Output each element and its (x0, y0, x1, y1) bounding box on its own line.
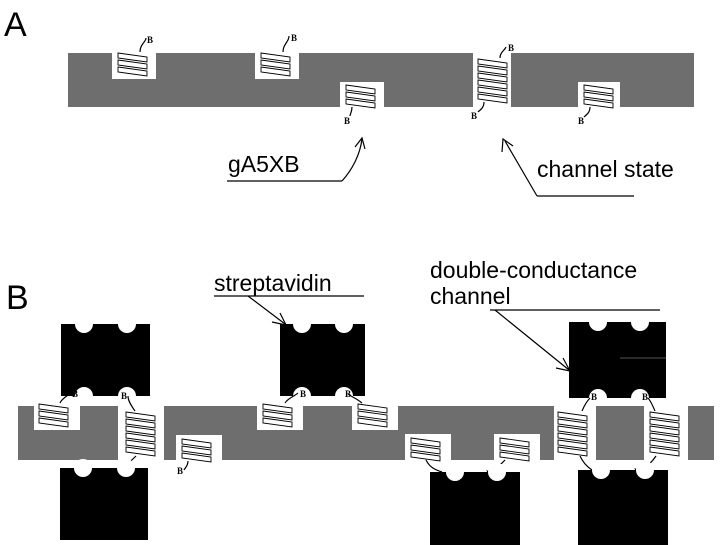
double-conductance-pointer: double-conductance channel (430, 257, 660, 372)
streptavidin-top-left (61, 315, 150, 405)
biotin-label: B (591, 392, 597, 402)
channel-state-pointer: channel state (501, 137, 674, 197)
gA5XB-monomer-b1: B (38, 389, 78, 428)
panel-a: A B B B B B (4, 6, 694, 197)
biotin-label: B (578, 116, 584, 126)
double-conductance-label-line2: channel (430, 283, 511, 309)
streptavidin-bottom-left (60, 459, 148, 540)
panel-a-letter: A (4, 6, 27, 44)
gA5XB-monomer-bottom-1: B (344, 84, 376, 126)
streptavidin-top-right (569, 313, 666, 407)
channel-state-label: channel state (537, 156, 674, 182)
panel-b: B (6, 257, 714, 545)
streptavidin-top-middle (280, 315, 365, 405)
biotin-label: B (300, 389, 306, 399)
gA5XB-monomer-bottom-2: B (578, 84, 614, 126)
gA5XB-label: gA5XB (228, 151, 300, 177)
gA5XB-dimer-channel: B B (471, 43, 514, 121)
biotin-label: B (177, 466, 183, 476)
streptavidin-bottom-middle (430, 463, 520, 545)
biotin-label: B (121, 391, 127, 401)
biotin-label: B (72, 389, 78, 399)
gA5XB-monomer-top-1: B (117, 35, 153, 77)
gA5XB-monomer-b4: B (345, 389, 388, 428)
gA5XB-monomer-b3: B (262, 389, 306, 428)
biotin-label: B (345, 389, 351, 399)
biotin-label: B (344, 116, 350, 126)
gA5XB-monomer-b2: B (177, 438, 212, 476)
biotin-label: B (642, 392, 648, 402)
biotin-label: B (147, 35, 153, 45)
biotin-label: B (508, 43, 514, 53)
biotin-label: B (291, 33, 297, 43)
streptavidin-bottom-right (578, 461, 668, 545)
gA5XB-pointer: gA5XB (227, 136, 366, 182)
streptavidin-pointer: streptavidin (214, 270, 364, 326)
panel-b-letter: B (6, 279, 29, 317)
streptavidin-label: streptavidin (214, 270, 332, 296)
gA5XB-monomer-top-2: B (260, 33, 297, 77)
double-conductance-label-line1: double-conductance (430, 257, 637, 283)
biotin-label: B (471, 111, 477, 121)
